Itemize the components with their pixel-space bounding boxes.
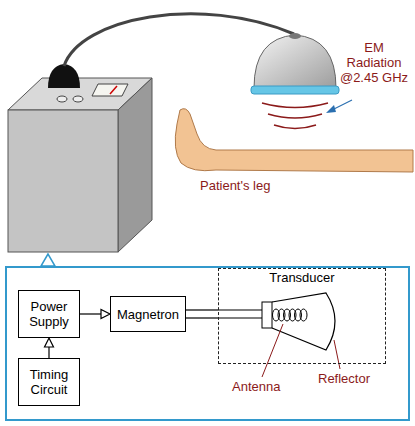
- wave: [268, 114, 322, 118]
- device-front: [8, 110, 118, 252]
- connector: [186, 310, 218, 318]
- node-text: Timing Circuit: [22, 367, 76, 397]
- pointer-head: [326, 105, 336, 113]
- callout-arrow: [41, 254, 55, 266]
- leader-line: [262, 324, 283, 377]
- node-text: Transducer: [219, 270, 385, 285]
- connector: [80, 310, 110, 319]
- transducer-box: Transducer: [218, 268, 386, 364]
- applicator-dome: [254, 35, 336, 88]
- waveguide: [218, 317, 262, 318]
- timing-circuit-box: Timing Circuit: [18, 358, 80, 406]
- leader-line: [334, 340, 340, 369]
- antenna-coil: [273, 309, 308, 321]
- wave: [262, 103, 328, 108]
- reflector-shape: [272, 293, 335, 350]
- antenna-label: Antenna: [232, 379, 302, 394]
- waveguide: [218, 309, 262, 310]
- feed: [262, 302, 272, 328]
- applicator-cap: [289, 33, 301, 39]
- node-text: Magnetron: [117, 307, 179, 322]
- knob: [48, 64, 80, 88]
- meter-needle: [110, 86, 117, 94]
- radiation-label: EM Radiation @2.45 GHz: [338, 40, 410, 85]
- node-text: Power Supply: [22, 299, 76, 329]
- device-side: [118, 78, 152, 252]
- device-button: [57, 96, 67, 102]
- applicator-band: [251, 86, 339, 94]
- patient-leg: [175, 109, 413, 172]
- device-button: [73, 96, 83, 102]
- power-supply-box: Power Supply: [18, 290, 80, 338]
- wave: [274, 125, 316, 129]
- magnetron-box: Magnetron: [110, 296, 186, 332]
- meter: [92, 84, 128, 96]
- connector: [45, 338, 54, 358]
- detail-frame: [6, 267, 409, 420]
- reflector-label: Reflector: [318, 371, 398, 386]
- leg-label: Patient's leg: [200, 178, 310, 193]
